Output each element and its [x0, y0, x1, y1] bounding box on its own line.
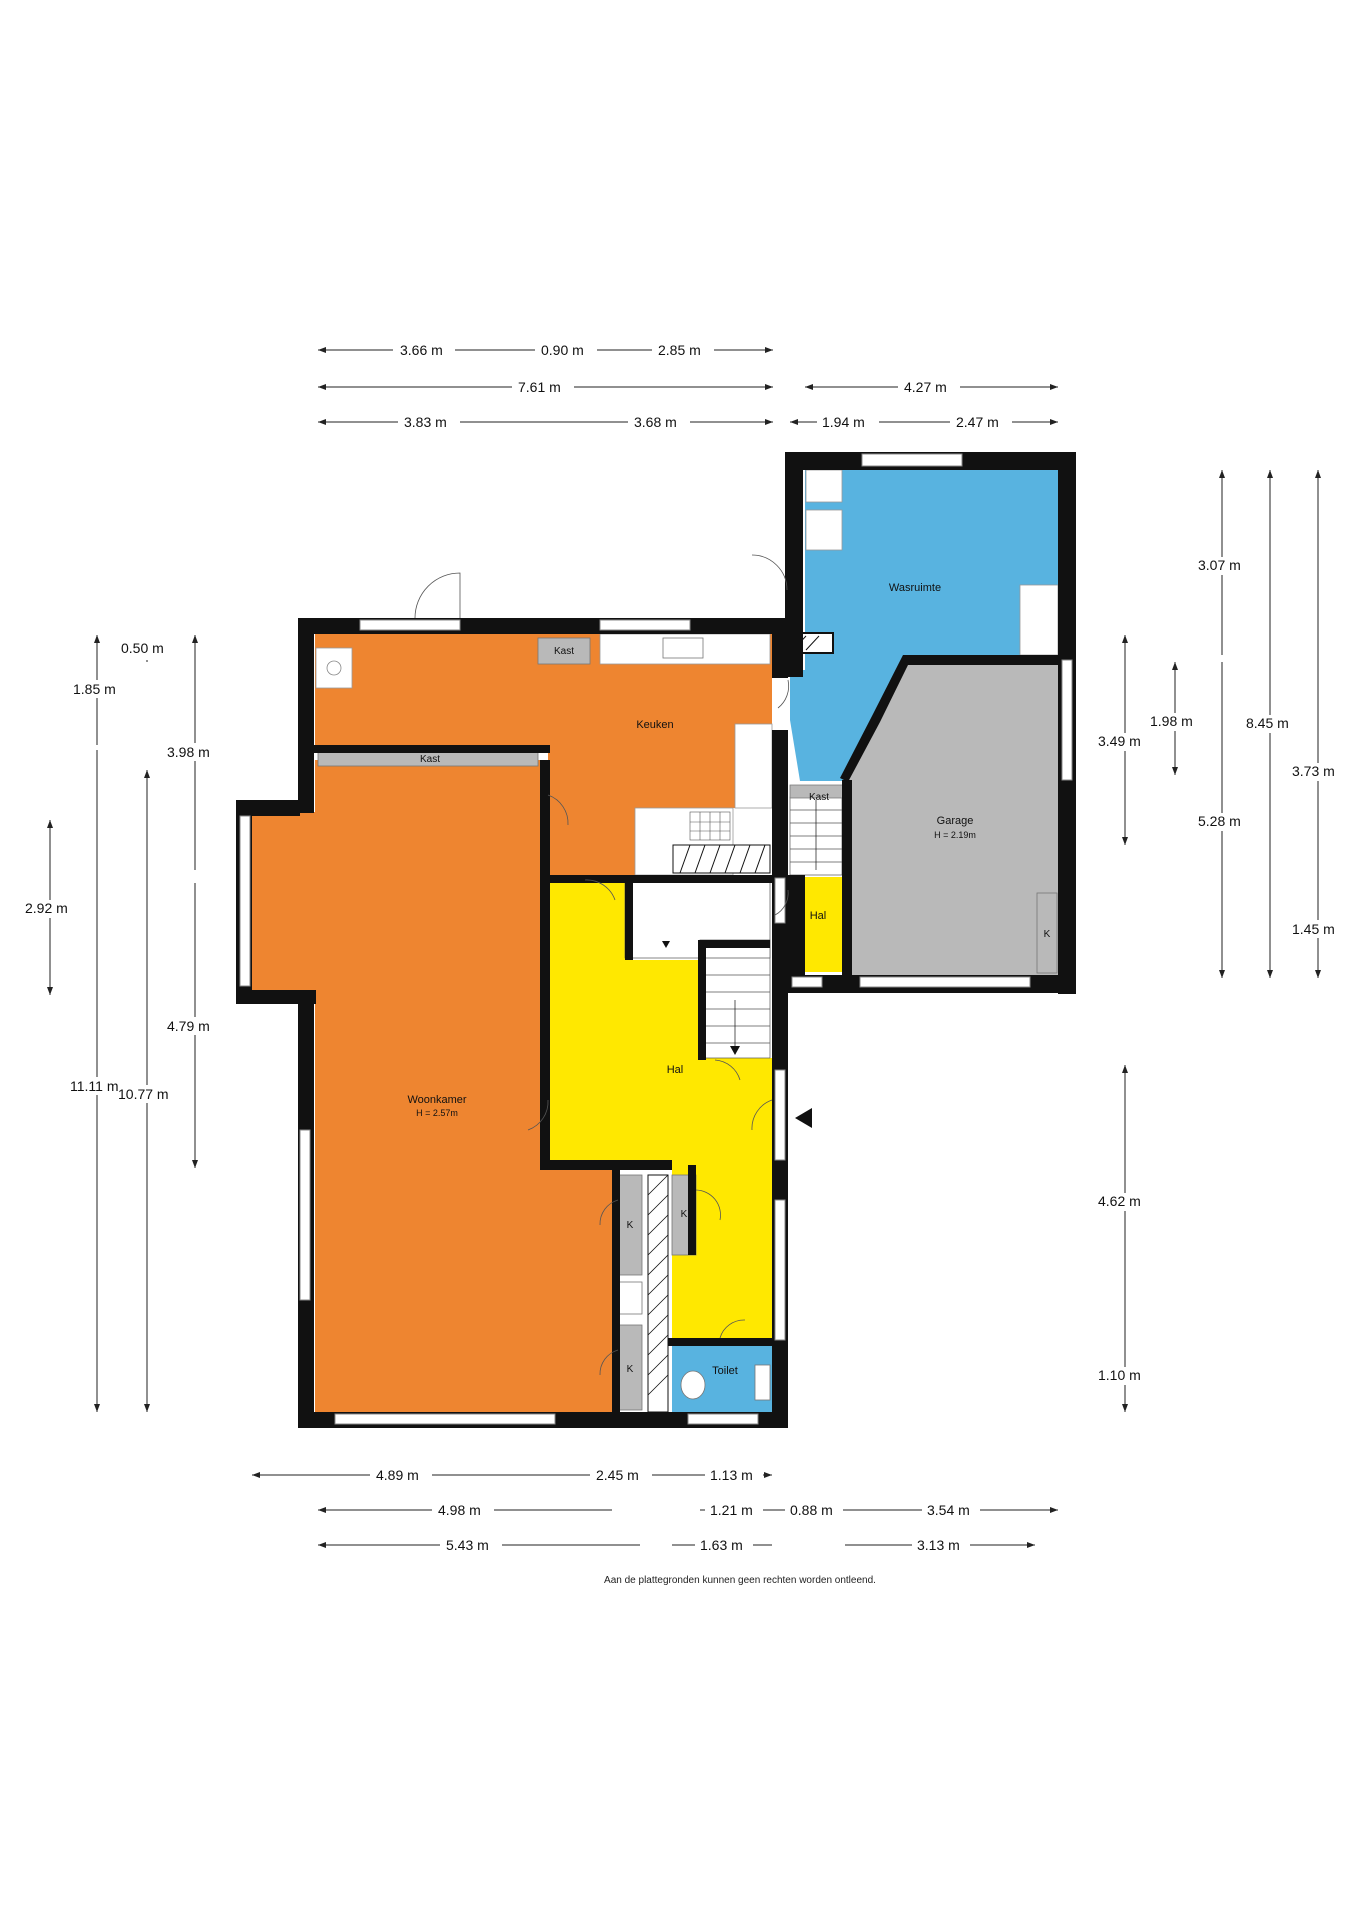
entrance-arrow-icon [795, 1108, 812, 1128]
kitchen-counter-right [734, 723, 773, 809]
stair-arrow-down-icon [730, 1046, 740, 1055]
dim-left-3: 3.98 m [167, 744, 210, 760]
kast-wasruimte-label: Kast [809, 792, 829, 803]
shaft-hatch [672, 844, 771, 874]
shaft-hatch-2 [647, 1174, 669, 1413]
dim-left-4: 2.92 m [25, 900, 68, 916]
garage-height: H = 2.19m [934, 830, 976, 840]
dim-right-4: 5.28 m [1198, 813, 1241, 829]
wasruimte-area [790, 470, 1058, 781]
dim-right-3: 1.98 m [1150, 713, 1193, 729]
doors [414, 554, 789, 1376]
keuken-label: Keuken [636, 719, 673, 731]
cooktop-icon [689, 811, 731, 841]
small-box [617, 1281, 643, 1315]
toilet-basin [754, 1364, 771, 1401]
dim-left-1: 0.50 m [121, 640, 164, 656]
dim-top-3: 2.85 m [658, 342, 701, 358]
washing-machine [1019, 584, 1059, 656]
kast-woonkamer-label: Kast [420, 754, 440, 765]
dim-bottom-5: 1.21 m [710, 1502, 753, 1518]
staircase [624, 796, 843, 1059]
dim-bottom-1: 4.89 m [376, 1467, 419, 1483]
dimension-labels: 3.66 m 0.90 m 2.85 m 7.61 m 4.27 m 3.83 … [20, 341, 1350, 1554]
k-woon-1 [617, 1174, 643, 1276]
dim-left-2: 1.85 m [73, 681, 116, 697]
table-icon [315, 647, 353, 689]
dim-bottom-2: 2.45 m [596, 1467, 639, 1483]
dim-right-2: 3.49 m [1098, 733, 1141, 749]
k-garage-label: K [1044, 929, 1051, 940]
dim-left-6: 11.11 m [70, 1078, 119, 1094]
dim-bottom-8: 5.43 m [446, 1537, 489, 1553]
dim-top-7: 3.68 m [634, 414, 677, 430]
dim-top-1: 3.66 m [400, 342, 443, 358]
k-woon-2 [617, 1324, 643, 1411]
toilet-bowl [680, 1370, 706, 1400]
dim-left-7: 10.77 m [118, 1086, 169, 1102]
woonkamer-area [252, 760, 615, 1412]
keuken-area [315, 634, 772, 875]
k-woon-2-label: K [627, 1364, 634, 1375]
disclaimer: Aan de plattegronden kunnen geen rechten… [604, 1575, 876, 1586]
garage-label: Garage [937, 815, 974, 827]
dim-bottom-10: 3.13 m [917, 1537, 960, 1553]
garage-area [848, 662, 1058, 982]
hal-area [548, 878, 772, 1338]
kitchen-sink [662, 637, 704, 659]
dim-right-9: 1.10 m [1098, 1367, 1141, 1383]
stair-arrow-icon [662, 941, 670, 948]
dim-top-9: 2.47 m [956, 414, 999, 430]
toilet-label: Toilet [712, 1365, 738, 1377]
dim-top-2: 0.90 m [541, 342, 584, 358]
k-hal-label: K [681, 1209, 688, 1220]
dim-top-6: 3.83 m [404, 414, 447, 430]
dim-right-7: 1.45 m [1292, 921, 1335, 937]
woonkamer-height: H = 2.57m [416, 1108, 458, 1118]
kast-keuken [537, 637, 591, 665]
windows [239, 453, 1073, 1425]
dim-bottom-7: 3.54 m [927, 1502, 970, 1518]
dim-top-5: 4.27 m [904, 379, 947, 395]
dim-left-5: 4.79 m [167, 1018, 210, 1034]
hal-label: Hal [667, 1064, 684, 1076]
hal-small-label: Hal [810, 910, 827, 922]
woonkamer-label: Woonkamer [407, 1094, 466, 1106]
dim-right-1: 3.07 m [1198, 557, 1241, 573]
dim-bottom-3: 1.13 m [710, 1467, 753, 1483]
washbasin [805, 469, 843, 503]
washbasin-2 [805, 509, 843, 551]
wasruimte-label: Wasruimte [889, 582, 941, 594]
kast-keuken-label: Kast [554, 646, 574, 657]
k-woon-1-label: K [627, 1220, 634, 1231]
dim-right-6: 3.73 m [1292, 763, 1335, 779]
dimension-arrows [47, 347, 1321, 1548]
dim-bottom-6: 0.88 m [790, 1502, 833, 1518]
dim-bottom-9: 1.63 m [700, 1537, 743, 1553]
dim-right-5: 8.45 m [1246, 715, 1289, 731]
k-garage [1036, 892, 1058, 974]
dim-right-8: 4.62 m [1098, 1193, 1141, 1209]
dim-top-4: 7.61 m [518, 379, 561, 395]
dim-bottom-4: 4.98 m [438, 1502, 481, 1518]
dim-top-8: 1.94 m [822, 414, 865, 430]
